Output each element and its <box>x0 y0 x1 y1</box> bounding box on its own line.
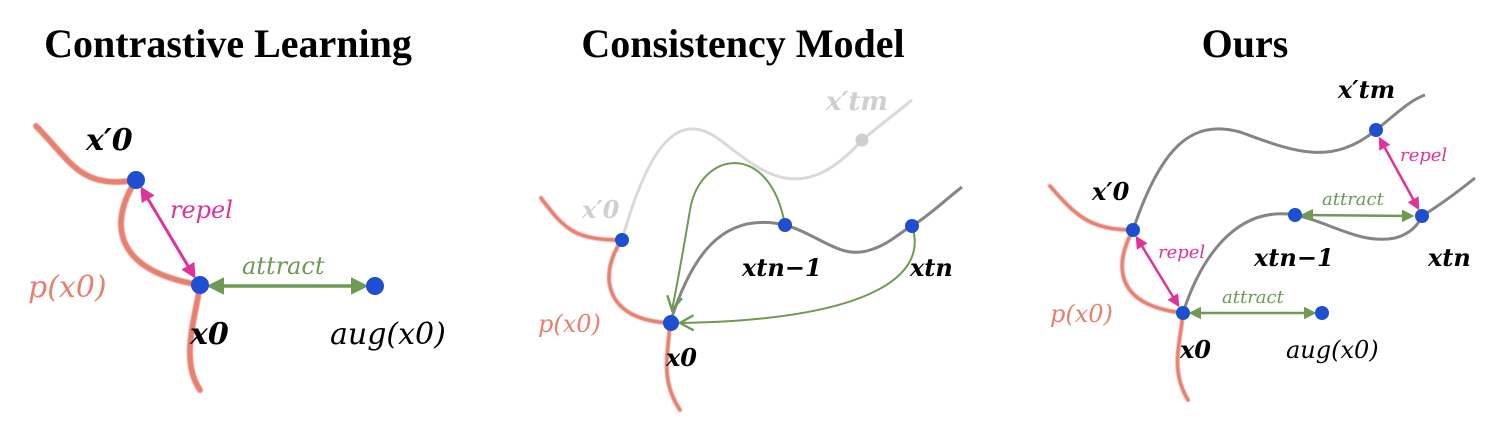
data-manifold-curve <box>1048 184 1190 402</box>
point-x-tn <box>905 219 919 233</box>
consistency-arrow-from-xtn <box>677 225 916 332</box>
label-x-tn: xtn <box>909 253 953 282</box>
label-x0: x0 <box>665 343 697 372</box>
attract-arrow-top <box>1300 208 1415 223</box>
label-x0-prime: x′0 <box>581 195 620 224</box>
trajectory-curve-bottom <box>1181 176 1476 314</box>
label-x-tm-prime: x′tm <box>1337 75 1395 104</box>
label-repel-bottom: repel <box>1158 242 1205 263</box>
repel-arrow-top <box>1378 136 1420 211</box>
repel-arrow-bottom <box>1135 235 1180 308</box>
label-aug-x0: aug(x0) <box>1286 336 1379 364</box>
label-p-x0: p(x0) <box>1050 300 1113 328</box>
point-x0-prime <box>615 233 629 247</box>
point-x-tn1 <box>778 218 792 232</box>
data-manifold-curve <box>539 196 682 412</box>
label-x0: x0 <box>189 317 229 352</box>
label-aug-x0: aug(x0) <box>330 317 446 352</box>
label-attract-bottom: attract <box>1222 287 1285 308</box>
trajectory-curve-top <box>1131 93 1426 231</box>
label-repel-top: repel <box>1400 145 1447 166</box>
label-x0-prime: x′0 <box>1091 177 1130 206</box>
faded-trajectory <box>620 98 913 241</box>
point-aug-x0 <box>366 277 384 295</box>
point-x0 <box>1176 306 1190 320</box>
point-x0-prime <box>1126 223 1140 237</box>
data-manifold-curve <box>33 123 204 393</box>
point-x-tm-prime-faded <box>855 133 869 147</box>
point-x0 <box>191 276 209 294</box>
label-x-tn1: xtn−1 <box>741 253 822 282</box>
panel-title: Ours <box>1202 21 1289 66</box>
point-aug-x0 <box>1315 306 1329 320</box>
panel-title: Contrastive Learning <box>44 21 412 66</box>
label-p-x0: p(x0) <box>538 310 601 338</box>
panel-ours: Ours x′tm x′0 xtn−1 xtn p(x0) x0 aug(x0)… <box>1048 21 1476 402</box>
point-x-tn1 <box>1288 208 1302 222</box>
label-x-tm-prime: x′tm <box>825 87 888 117</box>
point-x-tn <box>1415 209 1429 223</box>
panel-contrastive-learning: Contrastive Learning x′0 x0 p(x0) aug(x0… <box>28 21 446 393</box>
label-x-tn1: xtn−1 <box>1253 243 1334 272</box>
point-x0 <box>663 315 679 331</box>
label-repel: repel <box>170 196 233 224</box>
point-x-tm-prime <box>1369 123 1383 137</box>
consistency-arrow-from-xtn1 <box>666 162 786 313</box>
label-attract-top: attract <box>1322 189 1385 210</box>
point-x0-prime <box>127 171 145 189</box>
panel-title: Consistency Model <box>581 21 904 66</box>
label-x0-prime: x′0 <box>85 123 133 158</box>
panel-consistency-model: Consistency Model x′tm x′0 xtn−1 xtn p(x… <box>538 21 963 412</box>
label-attract: attract <box>242 252 325 280</box>
label-x-tn: xtn <box>1427 243 1471 272</box>
label-p-x0: p(x0) <box>28 270 107 305</box>
repel-arrow <box>140 186 196 279</box>
label-x0: x0 <box>1179 335 1211 364</box>
